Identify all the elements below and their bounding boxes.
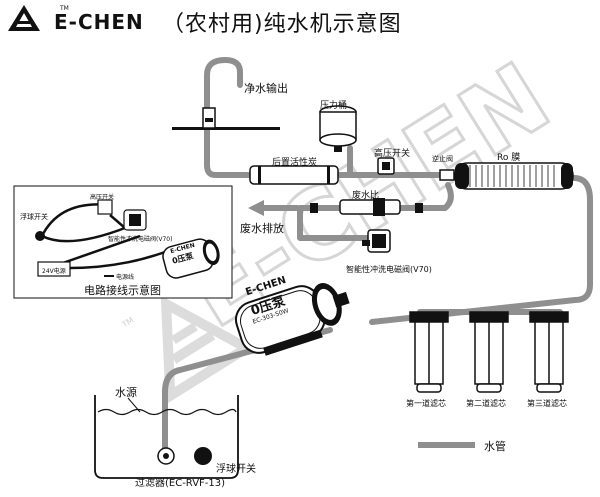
waste-ratio-valve	[310, 198, 423, 216]
label-stage2: 第二道滤芯	[466, 399, 506, 408]
inset-caption: 电路接线示意图	[84, 284, 161, 297]
inset-float-switch: 浮球开关	[20, 213, 48, 221]
label-stage3: 第三道滤芯	[527, 399, 567, 408]
inset-flush-valve: 智能性冲洗电磁阀(V70)	[108, 236, 173, 243]
stage1-housing	[409, 311, 449, 393]
label-float-switch: 浮球开关	[216, 464, 256, 475]
label-waste-ratio: 废水比	[352, 191, 380, 201]
label-stage1: 第一道滤芯	[406, 399, 446, 408]
check-valve	[439, 169, 455, 181]
label-legend-pipe: 水管	[484, 440, 506, 453]
water-source-tank	[94, 395, 239, 479]
stage2-housing	[469, 311, 509, 393]
label-post-carbon: 后置活性炭	[272, 158, 318, 168]
label-waste-drain: 废水排放	[240, 222, 284, 235]
wiring-inset	[13, 185, 233, 299]
stage3-housing	[529, 311, 569, 393]
booster-pump	[234, 283, 350, 356]
inset-hp-switch: 高压开关	[90, 194, 115, 201]
brand-trademark: TM	[60, 5, 69, 12]
label-pressure-tank: 压力桶	[320, 101, 348, 111]
brand-name: E-CHEN	[54, 10, 144, 34]
post-carbon-filter	[249, 165, 339, 185]
label-ro-membrane: Ro 膜	[497, 153, 521, 163]
label-high-pressure-switch: 高压开关	[374, 149, 411, 159]
faucet-mount	[172, 107, 280, 130]
source-label-leader	[127, 397, 141, 413]
label-water-source: 水源	[115, 386, 137, 399]
label-pure-water-output: 净水输出	[244, 82, 288, 95]
label-filter: 过滤器(EC-RVF-13)	[135, 478, 226, 489]
page-title: （农村用)纯水机示意图	[162, 12, 402, 37]
ro-membrane	[454, 162, 574, 190]
brand-logo-icon	[8, 5, 40, 31]
inset-power: 24V电源	[42, 268, 66, 275]
stage-filters	[409, 311, 569, 393]
flush-solenoid-valve	[362, 229, 391, 253]
label-flush-valve: 智能性冲洗电磁阀(V70)	[346, 265, 432, 274]
high-pressure-switch	[377, 157, 395, 175]
inset-wire-legend: 电源线	[116, 274, 135, 281]
pressure-tank	[319, 105, 357, 152]
label-check-valve: 逆止阀	[432, 155, 453, 163]
waste-drain-arrow-icon	[248, 200, 298, 216]
